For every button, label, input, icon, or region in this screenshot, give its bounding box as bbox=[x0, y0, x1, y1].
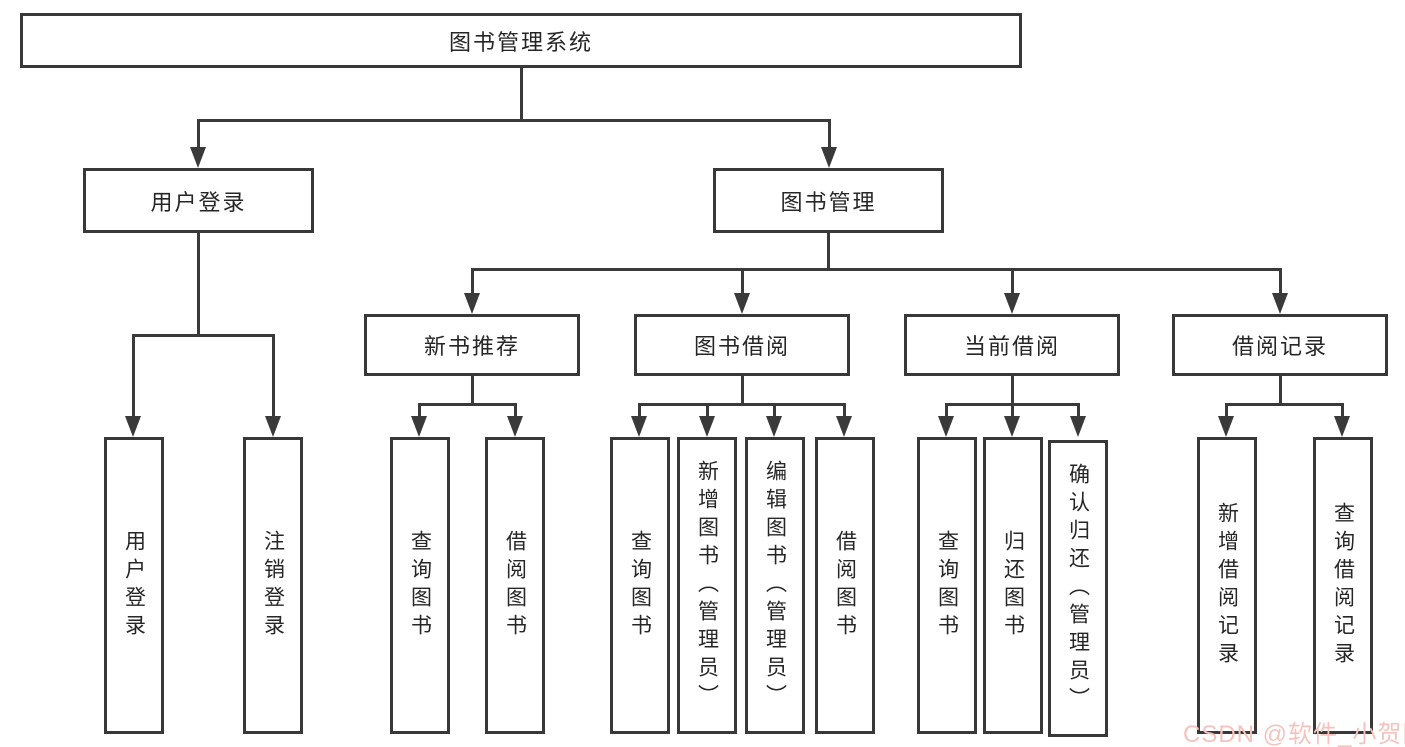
node-label: 新书推荐 bbox=[423, 334, 520, 359]
leaf-label: 查询图书 bbox=[935, 529, 959, 642]
connector-line bbox=[197, 231, 200, 336]
leaf-label: 用户登录 bbox=[122, 529, 146, 642]
connector-line bbox=[1225, 403, 1228, 419]
arrowhead-icon bbox=[699, 416, 715, 437]
csdn-watermark: CSDN @软件_小贺同学 bbox=[1183, 721, 1405, 747]
connector-line bbox=[520, 66, 523, 121]
arrowhead-icon bbox=[507, 416, 523, 437]
connector-line bbox=[1077, 403, 1080, 419]
connector-line bbox=[706, 403, 709, 419]
leaf-label: 借阅图书 bbox=[833, 529, 857, 642]
leaf-logout: 注销登录 bbox=[243, 437, 303, 734]
connector-line bbox=[843, 403, 846, 419]
connector-line bbox=[197, 119, 831, 122]
connector-line bbox=[828, 119, 831, 149]
leaf-label: 归还图书 bbox=[1001, 529, 1025, 642]
connector-line bbox=[773, 403, 776, 419]
arrowhead-icon bbox=[734, 293, 750, 314]
leaf-user-login: 用户登录 bbox=[104, 437, 164, 734]
arrowhead-icon bbox=[1004, 293, 1020, 314]
connector-line bbox=[471, 268, 1281, 271]
connector-line bbox=[1341, 403, 1344, 419]
leaf-label: 新增借阅记录 bbox=[1215, 501, 1239, 670]
connector-line bbox=[272, 334, 275, 418]
arrowhead-icon bbox=[766, 416, 782, 437]
connector-line bbox=[1011, 374, 1014, 406]
node-borrow-records: 借阅记录 bbox=[1172, 314, 1388, 376]
connector-line bbox=[471, 268, 474, 295]
node-label: 图书管理 bbox=[780, 189, 877, 215]
arrowhead-icon bbox=[125, 416, 141, 437]
arrowhead-icon bbox=[938, 416, 954, 437]
connector-line bbox=[132, 334, 135, 418]
leaf-label: 新增图书（管理员） bbox=[695, 459, 719, 712]
leaf-newbooks-query: 查询图书 bbox=[390, 437, 450, 734]
leaf-newbooks-borrow: 借阅图书 bbox=[485, 437, 545, 734]
arrowhead-icon bbox=[411, 416, 427, 437]
leaf-label: 查询图书 bbox=[628, 529, 652, 642]
connector-line bbox=[514, 403, 517, 419]
arrowhead-icon bbox=[821, 147, 837, 168]
arrowhead-icon bbox=[190, 147, 206, 168]
connector-line bbox=[741, 374, 744, 406]
connector-line bbox=[638, 403, 846, 406]
node-user-login: 用户登录 bbox=[83, 168, 314, 233]
leaf-borrow-add-admin: 新增图书（管理员） bbox=[677, 437, 737, 734]
arrowhead-icon bbox=[836, 416, 852, 437]
connector-line bbox=[1011, 268, 1014, 295]
arrowhead-icon bbox=[1004, 416, 1020, 437]
connector-line bbox=[132, 334, 275, 337]
arrowhead-icon bbox=[1218, 416, 1234, 437]
leaf-label: 查询借阅记录 bbox=[1331, 501, 1355, 670]
leaf-label: 确认归还（管理员） bbox=[1066, 462, 1090, 715]
connector-line bbox=[1011, 403, 1014, 419]
connector-line bbox=[418, 403, 421, 419]
connector-line bbox=[945, 403, 948, 419]
arrowhead-icon bbox=[464, 293, 480, 314]
leaf-borrow-borrow: 借阅图书 bbox=[815, 437, 875, 734]
node-book-management: 图书管理 bbox=[713, 168, 944, 233]
leaf-label: 借阅图书 bbox=[503, 529, 527, 642]
leaf-records-query: 查询借阅记录 bbox=[1313, 437, 1373, 734]
node-current-borrow: 当前借阅 bbox=[904, 314, 1120, 376]
node-label: 用户登录 bbox=[150, 189, 247, 215]
arrowhead-icon bbox=[1272, 293, 1288, 314]
leaf-label: 注销登录 bbox=[261, 529, 285, 642]
node-label: 借阅记录 bbox=[1231, 334, 1328, 359]
leaf-current-confirm-admin: 确认归还（管理员） bbox=[1048, 440, 1108, 737]
node-book-borrow: 图书借阅 bbox=[634, 314, 850, 376]
connector-line bbox=[638, 403, 641, 419]
node-label: 图书借阅 bbox=[693, 334, 790, 359]
arrowhead-icon bbox=[1070, 416, 1086, 437]
connector-line bbox=[741, 268, 744, 295]
leaf-borrow-edit-admin: 编辑图书（管理员） bbox=[745, 437, 805, 734]
node-root-library-system: 图书管理系统 bbox=[20, 13, 1022, 68]
leaf-records-add: 新增借阅记录 bbox=[1197, 437, 1257, 734]
connector-line bbox=[1279, 374, 1282, 406]
leaf-label: 查询图书 bbox=[408, 529, 432, 642]
leaf-current-query: 查询图书 bbox=[917, 437, 977, 734]
connector-line bbox=[418, 403, 516, 406]
arrowhead-icon bbox=[1334, 416, 1350, 437]
leaf-current-return: 归还图书 bbox=[983, 437, 1043, 734]
connector-line bbox=[471, 374, 474, 406]
leaf-borrow-query: 查询图书 bbox=[610, 437, 670, 734]
connector-line bbox=[197, 119, 200, 149]
node-new-book-recommend: 新书推荐 bbox=[364, 314, 580, 376]
arrowhead-icon bbox=[265, 416, 281, 437]
arrowhead-icon bbox=[631, 416, 647, 437]
connector-line bbox=[1279, 268, 1282, 295]
node-label: 当前借阅 bbox=[963, 334, 1060, 359]
connector-line bbox=[827, 231, 830, 271]
leaf-label: 编辑图书（管理员） bbox=[763, 459, 787, 712]
connector-line bbox=[1225, 403, 1343, 406]
node-label: 图书管理系统 bbox=[448, 29, 593, 55]
